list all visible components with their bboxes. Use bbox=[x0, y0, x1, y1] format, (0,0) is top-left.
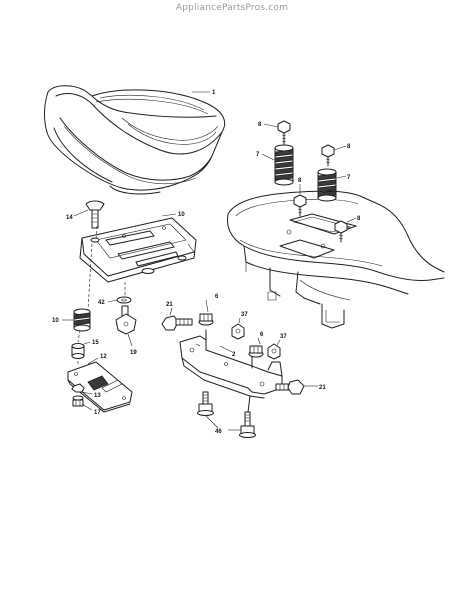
callout-12: 12 bbox=[100, 354, 107, 360]
seat-spring-right[interactable] bbox=[317, 168, 337, 202]
callout-1: 1 bbox=[212, 90, 216, 96]
callout-7-right: 7 bbox=[347, 175, 351, 181]
flange-nut-right[interactable] bbox=[248, 345, 264, 358]
screw-8-top-right[interactable] bbox=[321, 144, 335, 167]
hex-bolt-46-left[interactable] bbox=[197, 391, 214, 416]
callout-21-left: 21 bbox=[166, 302, 173, 308]
seat-spring-left[interactable] bbox=[274, 144, 294, 186]
callout-10-lower: 10 bbox=[52, 318, 59, 324]
callout-21-right: 21 bbox=[319, 385, 326, 391]
callout-37-left: 37 bbox=[241, 312, 248, 318]
seat[interactable] bbox=[44, 85, 226, 195]
spacer[interactable] bbox=[71, 343, 85, 359]
callout-8-d: 8 bbox=[357, 216, 361, 222]
callout-46: 46 bbox=[215, 429, 222, 435]
carriage-bolt-right[interactable] bbox=[275, 379, 305, 395]
hex-nut-37-left[interactable] bbox=[231, 323, 245, 340]
callout-2: 2 bbox=[232, 352, 236, 358]
adjustment-knob[interactable] bbox=[85, 200, 105, 229]
callout-14: 14 bbox=[66, 215, 73, 221]
screw-8-top-left[interactable] bbox=[277, 120, 291, 145]
callout-13: 13 bbox=[94, 393, 101, 399]
callout-42: 42 bbox=[98, 300, 105, 306]
pivot-bracket[interactable] bbox=[115, 305, 137, 335]
slide-plate[interactable] bbox=[67, 361, 133, 413]
hex-nut-37-right[interactable] bbox=[267, 343, 281, 360]
lock-nut[interactable] bbox=[72, 395, 84, 407]
callout-8-c: 8 bbox=[298, 178, 302, 184]
watermark: AppliancePartsPros.com bbox=[175, 3, 289, 13]
callout-19: 19 bbox=[130, 350, 137, 356]
tractor-frame bbox=[227, 190, 445, 329]
screw-8-lower-right[interactable] bbox=[334, 220, 348, 243]
callout-10-top: 10 bbox=[178, 212, 185, 218]
callout-7-left: 7 bbox=[256, 152, 260, 158]
callout-37-right: 37 bbox=[280, 334, 287, 340]
callout-15: 15 bbox=[92, 340, 99, 346]
callout-6-left: 6 bbox=[215, 294, 219, 300]
callout-8-b: 8 bbox=[347, 144, 351, 150]
screw-8-lower-left[interactable] bbox=[293, 194, 307, 217]
callout-17: 17 bbox=[94, 410, 101, 416]
lower-spring[interactable] bbox=[73, 308, 91, 332]
seat-bracket[interactable] bbox=[179, 329, 283, 413]
callout-8-a: 8 bbox=[258, 122, 262, 128]
flange-nut-left[interactable] bbox=[198, 313, 214, 326]
hex-bolt-46-right[interactable] bbox=[239, 411, 256, 438]
callout-6-right: 6 bbox=[260, 332, 264, 338]
seat-pan[interactable] bbox=[79, 217, 197, 283]
washer[interactable] bbox=[116, 296, 132, 304]
carriage-bolt-left[interactable] bbox=[161, 315, 193, 331]
